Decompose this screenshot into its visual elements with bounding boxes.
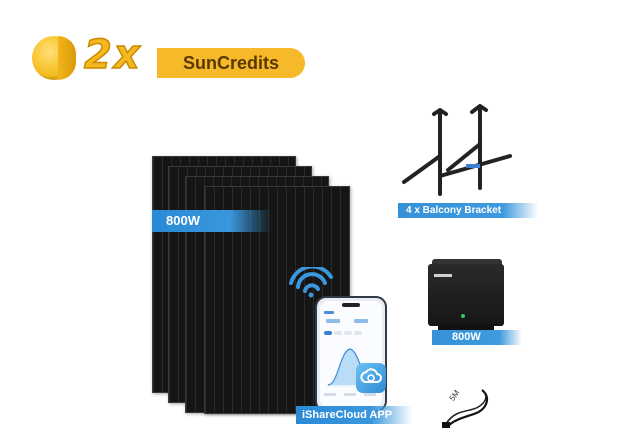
wifi-icon (289, 267, 333, 298)
inverter-top (432, 259, 502, 267)
suncredits-badge: SunCredits (157, 48, 305, 78)
inverter-status-led (461, 314, 465, 318)
app-screen (320, 301, 382, 407)
inverter-base (438, 324, 494, 330)
suncredits-label: SunCredits (182, 53, 279, 73)
credit-multiplier: 2x (83, 31, 142, 79)
bracket-tag: 4 x Balcony Bracket (398, 203, 538, 218)
ishare-cloud-app-icon (356, 363, 386, 393)
app-tag: iShareCloud APP (296, 406, 412, 424)
cable-image (442, 389, 489, 428)
inverter-power-tag: 800W (432, 330, 522, 345)
smartphone (315, 296, 387, 412)
coin-edge (58, 36, 76, 80)
micro-inverter-image (428, 264, 504, 326)
phone-notch (342, 303, 360, 307)
balcony-bracket-image (402, 104, 512, 196)
inverter-logo (434, 274, 452, 277)
panel-power-tag: 800W (152, 210, 272, 232)
